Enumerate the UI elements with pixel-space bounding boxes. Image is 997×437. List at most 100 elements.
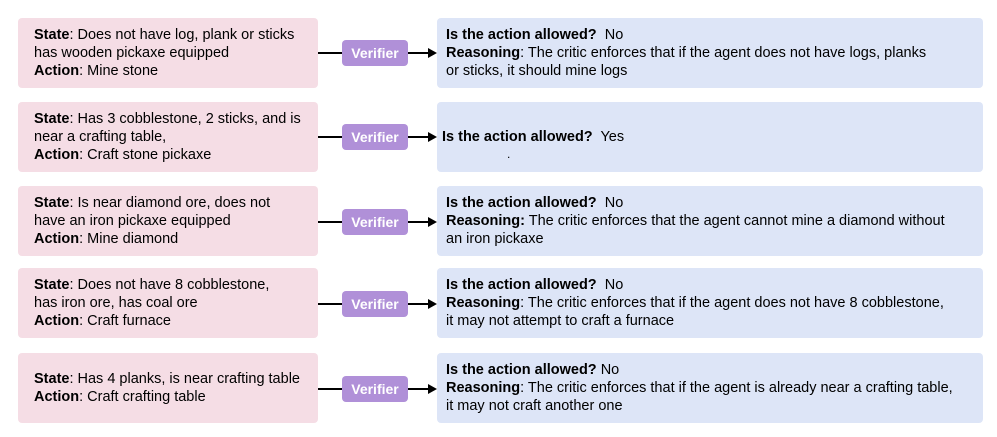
state-box: State: Does not have log, plank or stick…: [18, 18, 318, 88]
verifier-label: Verifier: [342, 291, 408, 317]
question-line: Is the action allowed? No: [446, 276, 973, 294]
verifier-label: Verifier: [342, 124, 408, 150]
action-label: Action: [34, 63, 80, 79]
action-line: Action: Mine stone: [34, 62, 304, 80]
question-line: Is the action allowed? No: [446, 361, 973, 379]
action-line: Action: Craft crafting table: [34, 388, 304, 406]
state-label: State: [34, 27, 70, 43]
arrow-head-icon: [428, 48, 437, 58]
verification-row-1: State: Does not have log, plank or stick…: [0, 18, 997, 88]
state-line: State: Has 3 cobblestone, 2 sticks, and …: [34, 110, 304, 128]
question-label: Is the action allowed?: [446, 362, 597, 378]
reasoning-text: an iron pickaxe: [446, 231, 544, 247]
reasoning-line: an iron pickaxe: [446, 230, 973, 248]
verification-row-3: State: Is near diamond ore, does not hav…: [0, 186, 997, 256]
state-line: State: Does not have 8 cobblestone,: [34, 276, 304, 294]
arrow-line: [408, 136, 429, 138]
result-box: Is the action allowed? Yes .: [437, 102, 983, 172]
state-text: has iron ore, has coal ore: [34, 295, 198, 311]
reasoning-line: Reasoning: The critic enforces that the …: [446, 212, 973, 230]
action-line: Action: Craft furnace: [34, 312, 304, 330]
reasoning-line: Reasoning: The critic enforces that if t…: [446, 294, 973, 312]
reasoning-line: Reasoning: The critic enforces that if t…: [446, 44, 973, 62]
answer-text: No: [596, 362, 620, 378]
state-box: State: Has 4 planks, is near crafting ta…: [18, 353, 318, 423]
reasoning-text: : The critic enforces that if the agent …: [520, 45, 927, 61]
answer-text: No: [596, 27, 624, 43]
arrow-head-icon: [428, 132, 437, 142]
action-text: : Craft crafting table: [79, 389, 206, 405]
state-box: State: Has 3 cobblestone, 2 sticks, and …: [18, 102, 318, 172]
verification-row-2: State: Has 3 cobblestone, 2 sticks, and …: [0, 102, 997, 172]
action-label: Action: [34, 313, 80, 329]
state-line: State: Has 4 planks, is near crafting ta…: [34, 370, 304, 388]
action-text: : Craft stone pickaxe: [79, 147, 212, 163]
state-line: have an iron pickaxe equipped: [34, 212, 304, 230]
answer-text: Yes: [592, 129, 625, 145]
reasoning-text: The critic enforces that the agent canno…: [524, 213, 945, 229]
state-line: near a crafting table,: [34, 128, 304, 146]
connector-line: [318, 388, 342, 390]
state-label: State: [34, 111, 70, 127]
question-line: Is the action allowed? No: [446, 194, 973, 212]
connector-line: [318, 221, 342, 223]
verifier-label: Verifier: [342, 376, 408, 402]
verification-row-4: State: Does not have 8 cobblestone, has …: [0, 268, 997, 338]
state-text: has wooden pickaxe equipped: [34, 45, 230, 61]
state-text: : Is near diamond ore, does not: [69, 195, 271, 211]
state-box: State: Is near diamond ore, does not hav…: [18, 186, 318, 256]
state-line: has wooden pickaxe equipped: [34, 44, 304, 62]
result-box: Is the action allowed? No Reasoning: The…: [437, 18, 983, 88]
answer-text: No: [596, 277, 624, 293]
state-text: : Does not have log, plank or sticks: [69, 27, 295, 43]
action-text: : Mine stone: [79, 63, 159, 79]
reasoning-line: or sticks, it should mine logs: [446, 62, 973, 80]
state-text: : Has 3 cobblestone, 2 sticks, and is: [69, 111, 301, 127]
action-text: : Mine diamond: [79, 231, 179, 247]
result-box: Is the action allowed? No Reasoning: The…: [437, 186, 983, 256]
verification-row-5: State: Has 4 planks, is near crafting ta…: [0, 353, 997, 423]
action-label: Action: [34, 231, 80, 247]
result-box: Is the action allowed? No Reasoning: The…: [437, 353, 983, 423]
stray-dot: .: [507, 147, 511, 161]
verifier-label: Verifier: [342, 40, 408, 66]
reasoning-label: Reasoning:: [446, 213, 525, 229]
reasoning-text: or sticks, it should mine logs: [446, 63, 628, 79]
state-text: near a crafting table,: [34, 129, 167, 145]
action-line: Action: Mine diamond: [34, 230, 304, 248]
reasoning-line: Reasoning: The critic enforces that if t…: [446, 379, 973, 397]
state-text: have an iron pickaxe equipped: [34, 213, 231, 229]
arrow-head-icon: [428, 217, 437, 227]
connector-line: [318, 136, 342, 138]
reasoning-label: Reasoning: [446, 45, 521, 61]
reasoning-text: : The critic enforces that if the agent …: [520, 295, 944, 311]
arrow-head-icon: [428, 299, 437, 309]
action-line: Action: Craft stone pickaxe: [34, 146, 304, 164]
arrow-head-icon: [428, 384, 437, 394]
result-box: Is the action allowed? No Reasoning: The…: [437, 268, 983, 338]
reasoning-text: it may not attempt to craft a furnace: [446, 313, 675, 329]
connector-line: [318, 303, 342, 305]
answer-text: No: [596, 195, 624, 211]
action-label: Action: [34, 147, 80, 163]
arrow-line: [408, 388, 429, 390]
action-label: Action: [34, 389, 80, 405]
state-text: : Has 4 planks, is near crafting table: [69, 371, 300, 387]
state-line: State: Does not have log, plank or stick…: [34, 26, 304, 44]
arrow-line: [408, 221, 429, 223]
reasoning-text: : The critic enforces that if the agent …: [520, 380, 953, 396]
arrow-line: [408, 303, 429, 305]
state-label: State: [34, 195, 70, 211]
question-label: Is the action allowed?: [446, 195, 597, 211]
state-line: State: Is near diamond ore, does not: [34, 194, 304, 212]
action-text: : Craft furnace: [79, 313, 171, 329]
reasoning-label: Reasoning: [446, 295, 521, 311]
state-label: State: [34, 277, 70, 293]
question-label: Is the action allowed?: [446, 27, 597, 43]
reasoning-line: it may not craft another one: [446, 397, 973, 415]
reasoning-label: Reasoning: [446, 380, 521, 396]
connector-line: [318, 52, 342, 54]
state-text: : Does not have 8 cobblestone,: [69, 277, 270, 293]
question-label: Is the action allowed?: [442, 129, 593, 145]
verifier-label: Verifier: [342, 209, 408, 235]
